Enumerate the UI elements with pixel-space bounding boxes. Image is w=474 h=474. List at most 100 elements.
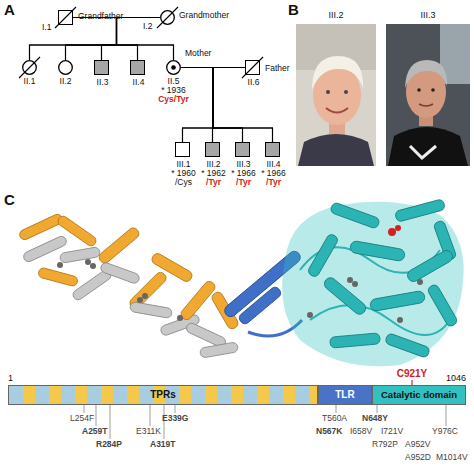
residue-number: 1046	[446, 374, 466, 383]
tpr-helix	[37, 267, 78, 287]
carrier-female-symbol: II.5Mother* 1936Cys/Tyr	[166, 60, 181, 75]
catalytic-helix	[405, 248, 454, 283]
mutation-tick	[84, 405, 85, 413]
female-symbol: I.2Grandmother	[160, 10, 175, 25]
pedigree-label: II.1	[24, 77, 36, 86]
tpr-helix	[179, 279, 217, 321]
symbol-outline	[58, 10, 73, 25]
mutation-label: A319T	[150, 440, 176, 449]
pedigree-label: Father	[265, 64, 290, 73]
pedigree-label: III.1	[176, 160, 190, 169]
pedigree-label: III.2	[206, 160, 220, 169]
descent-line	[73, 18, 174, 61]
descent-line	[30, 18, 161, 61]
mutation-sphere	[137, 297, 143, 303]
affected-male-symbol: III.4* 1966/Tyr	[265, 142, 280, 157]
male-symbol: II.6Father	[245, 60, 260, 75]
symbol-outline	[22, 60, 37, 75]
mutation-sphere	[142, 293, 148, 299]
symbol-outline	[58, 60, 73, 75]
descent-line	[30, 18, 117, 61]
catalytic-helix	[384, 333, 430, 359]
photo-shirt	[388, 127, 468, 166]
photo-eye	[344, 90, 348, 94]
catalytic-helix	[330, 333, 381, 348]
domain-label: TLR	[319, 386, 371, 404]
photo-label: III.2	[328, 11, 343, 20]
tpr-helix	[97, 226, 141, 265]
pedigree-label: I.1	[42, 23, 51, 32]
mutation-sphere	[397, 317, 403, 323]
catalytic-helix	[426, 283, 458, 327]
mutation-sphere	[352, 281, 358, 287]
catalytic-helix	[369, 290, 425, 311]
female-circle	[167, 61, 181, 75]
catalytic-helix	[394, 199, 445, 223]
pedigree-label: I.2	[143, 22, 152, 31]
pedigree-label: Cys/Tyr	[158, 95, 189, 104]
photo-print	[410, 146, 436, 158]
c921y-site	[395, 225, 401, 231]
descent-line	[181, 68, 213, 143]
tpr-helix	[99, 261, 140, 284]
residue-number: 1	[8, 374, 13, 383]
panel-letter: B	[288, 2, 299, 17]
panel-letter: C	[4, 192, 15, 207]
tlr-domain: TLR	[318, 385, 372, 405]
pedigree-label: III.4	[266, 160, 280, 169]
deceased-slash	[55, 7, 76, 28]
mutation-label: A952D	[405, 453, 431, 462]
mutation-sphere	[347, 277, 353, 283]
mutation-sphere	[177, 315, 183, 321]
photo-mouth	[419, 104, 433, 106]
mutation-label: M1014V	[436, 453, 468, 462]
mutation-label: I658V	[350, 427, 372, 436]
catalytic-helix	[322, 275, 368, 316]
mutation-tick	[96, 405, 97, 426]
pedigree-label: * 1960	[171, 169, 196, 178]
photo-frame	[386, 24, 470, 166]
affected-male-symbol: III.2* 1962/Tyr	[205, 142, 220, 157]
mutation-tick	[175, 405, 176, 413]
deceased-slash	[242, 57, 263, 78]
mutation-label: C921Y	[397, 369, 428, 379]
mutation-tick	[446, 405, 447, 426]
descent-line	[213, 68, 246, 143]
descent-line	[102, 18, 161, 61]
photo-eye	[431, 88, 435, 92]
female-symbol: II.1	[22, 60, 37, 75]
pedigree-label: /Tyr	[236, 178, 251, 187]
female-symbol: II.2	[58, 60, 73, 75]
marriage-line	[181, 67, 245, 68]
symbol-outline	[160, 10, 175, 25]
pedigree-label: * 1962	[201, 169, 226, 178]
descent-line	[66, 18, 161, 61]
mutation-sphere	[85, 259, 91, 265]
mutation-label: I721V	[381, 427, 403, 436]
mutation-label: E339G	[162, 414, 188, 423]
descent-line	[117, 18, 161, 61]
pedigree-label: /Tyr	[266, 178, 281, 187]
pedigree-label: II.4	[133, 78, 145, 87]
pedigree-label: II.6	[248, 78, 260, 87]
pedigree-label: III.3	[236, 160, 250, 169]
catalytic-domain: Catalytic domain	[372, 385, 466, 405]
affected-male-symbol: II.3	[94, 60, 109, 75]
tpr-helix	[129, 301, 172, 318]
pedigree-label: Grandmother	[179, 11, 229, 20]
descent-line	[73, 18, 117, 61]
mutation-sphere	[90, 263, 96, 269]
mutation-tick	[150, 405, 151, 426]
tpr-helix	[59, 247, 100, 264]
pedigree-label: II.5	[168, 77, 180, 86]
photo-label: III.3	[420, 11, 435, 20]
mutation-tick	[336, 405, 337, 413]
female-circle	[59, 61, 73, 75]
domain-label: TPRs	[9, 386, 317, 404]
deceased-slash	[19, 57, 40, 78]
photo-shirt	[298, 134, 374, 166]
c921y-site	[388, 228, 396, 236]
catalytic-helix	[349, 240, 405, 261]
panel-letter: A	[4, 2, 15, 17]
domain-label: Catalytic domain	[373, 386, 465, 404]
